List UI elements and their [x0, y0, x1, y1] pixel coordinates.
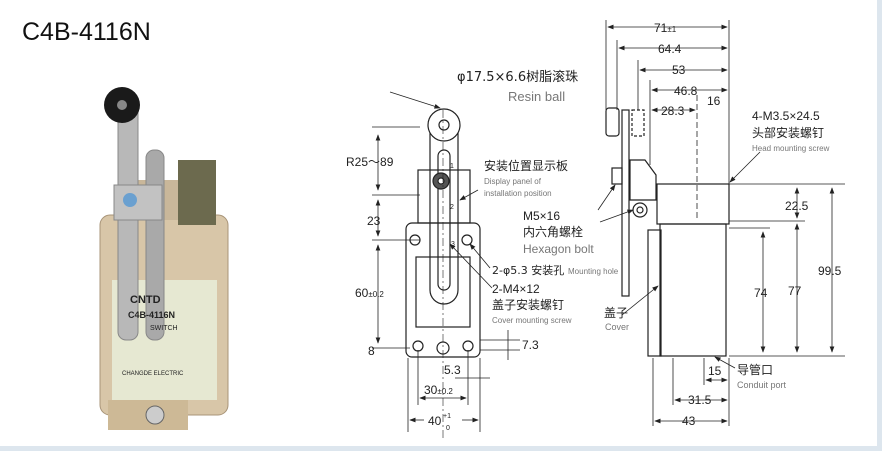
dim-74: 74 [754, 286, 768, 300]
screw-size: 2-M4×12 [492, 282, 540, 296]
head-screw-size: 4-M3.5×24.5 [752, 109, 820, 123]
photo-brand: CNTD [130, 294, 161, 306]
roller-label-en: Resin ball [508, 89, 565, 104]
screw-label-en: Cover mounting screw [492, 316, 572, 325]
bolt-size: M5×16 [523, 209, 560, 223]
dim-22-5: 22.5 [785, 199, 809, 213]
cover-zh: 盖子 [604, 306, 628, 320]
hole-label: 2-φ5.3 安装孔 [492, 263, 564, 277]
dim-60: 60±0.2 [355, 286, 384, 300]
photo-subtitle: SWITCH [150, 325, 178, 332]
dim-30: 30±0.2 [424, 383, 453, 397]
dim-23: 23 [367, 214, 381, 228]
side-view [597, 20, 845, 426]
dim-53: 53 [672, 63, 686, 77]
dim-40: 40 [428, 414, 442, 428]
dim-r: R25～89 [346, 155, 394, 169]
dim-99-5: 99.5 [818, 264, 842, 278]
dim-64-4: 64.4 [658, 42, 682, 56]
dim-40-upper: +1 [443, 413, 451, 420]
front-view [372, 91, 520, 440]
photo-model: C4B-4116N [128, 310, 175, 320]
head-screw-en: Head mounting screw [752, 144, 830, 153]
dim-7-3: 7.3 [522, 338, 539, 352]
bolt-label-en: Hexagon bolt [523, 242, 594, 256]
dim-71: 71±1 [654, 21, 677, 35]
screw-label-zh: 盖子安装螺钉 [492, 297, 564, 312]
display-label-zh: 安装位置显示板 [484, 158, 568, 173]
bolt-label-zh: 内六角螺栓 [523, 224, 583, 239]
conduit-en: Conduit port [737, 380, 787, 390]
side-view-labels: 71±1 64.4 53 46.8 28.3 16 4-M3.5×24.5 头部… [604, 21, 842, 428]
page-title: C4B-4116N [22, 18, 151, 46]
conduit-zh: 导管口 [737, 362, 773, 377]
product-photo: CNTD C4B-4116N SWITCH CHANGDE ELECTRIC [99, 87, 229, 430]
display-label-en2: installation position [484, 189, 552, 198]
photo-maker: CHANGDE ELECTRIC [122, 371, 184, 377]
display-label-en1: Display panel of [484, 177, 542, 186]
frame-bottom [0, 446, 882, 451]
dim-28-3: 28.3 [661, 104, 685, 118]
mark-2: 2 [450, 204, 454, 211]
dim-5-3: 5.3 [444, 363, 461, 377]
frame-right [877, 0, 882, 451]
dim-43: 43 [682, 414, 696, 428]
hole-label-en: Mounting hole [568, 267, 619, 276]
dim-77: 77 [788, 284, 802, 298]
head-screw-zh: 头部安装螺钉 [752, 125, 824, 140]
dim-46-8: 46.8 [674, 84, 698, 98]
roller-label-zh: φ17.5×6.6树脂滚珠 [457, 69, 578, 85]
mark-3: 3 [451, 241, 455, 248]
dim-40-lower: 0 [446, 425, 450, 432]
mark-1: 1 [450, 163, 454, 170]
dim-16: 16 [707, 94, 721, 108]
dim-8: 8 [368, 344, 375, 358]
dim-15: 15 [708, 364, 722, 378]
dim-31-5: 31.5 [688, 393, 712, 407]
front-view-labels: φ17.5×6.6树脂滚珠 Resin ball R25～89 23 60±0.… [346, 69, 619, 432]
cover-en: Cover [605, 322, 629, 332]
